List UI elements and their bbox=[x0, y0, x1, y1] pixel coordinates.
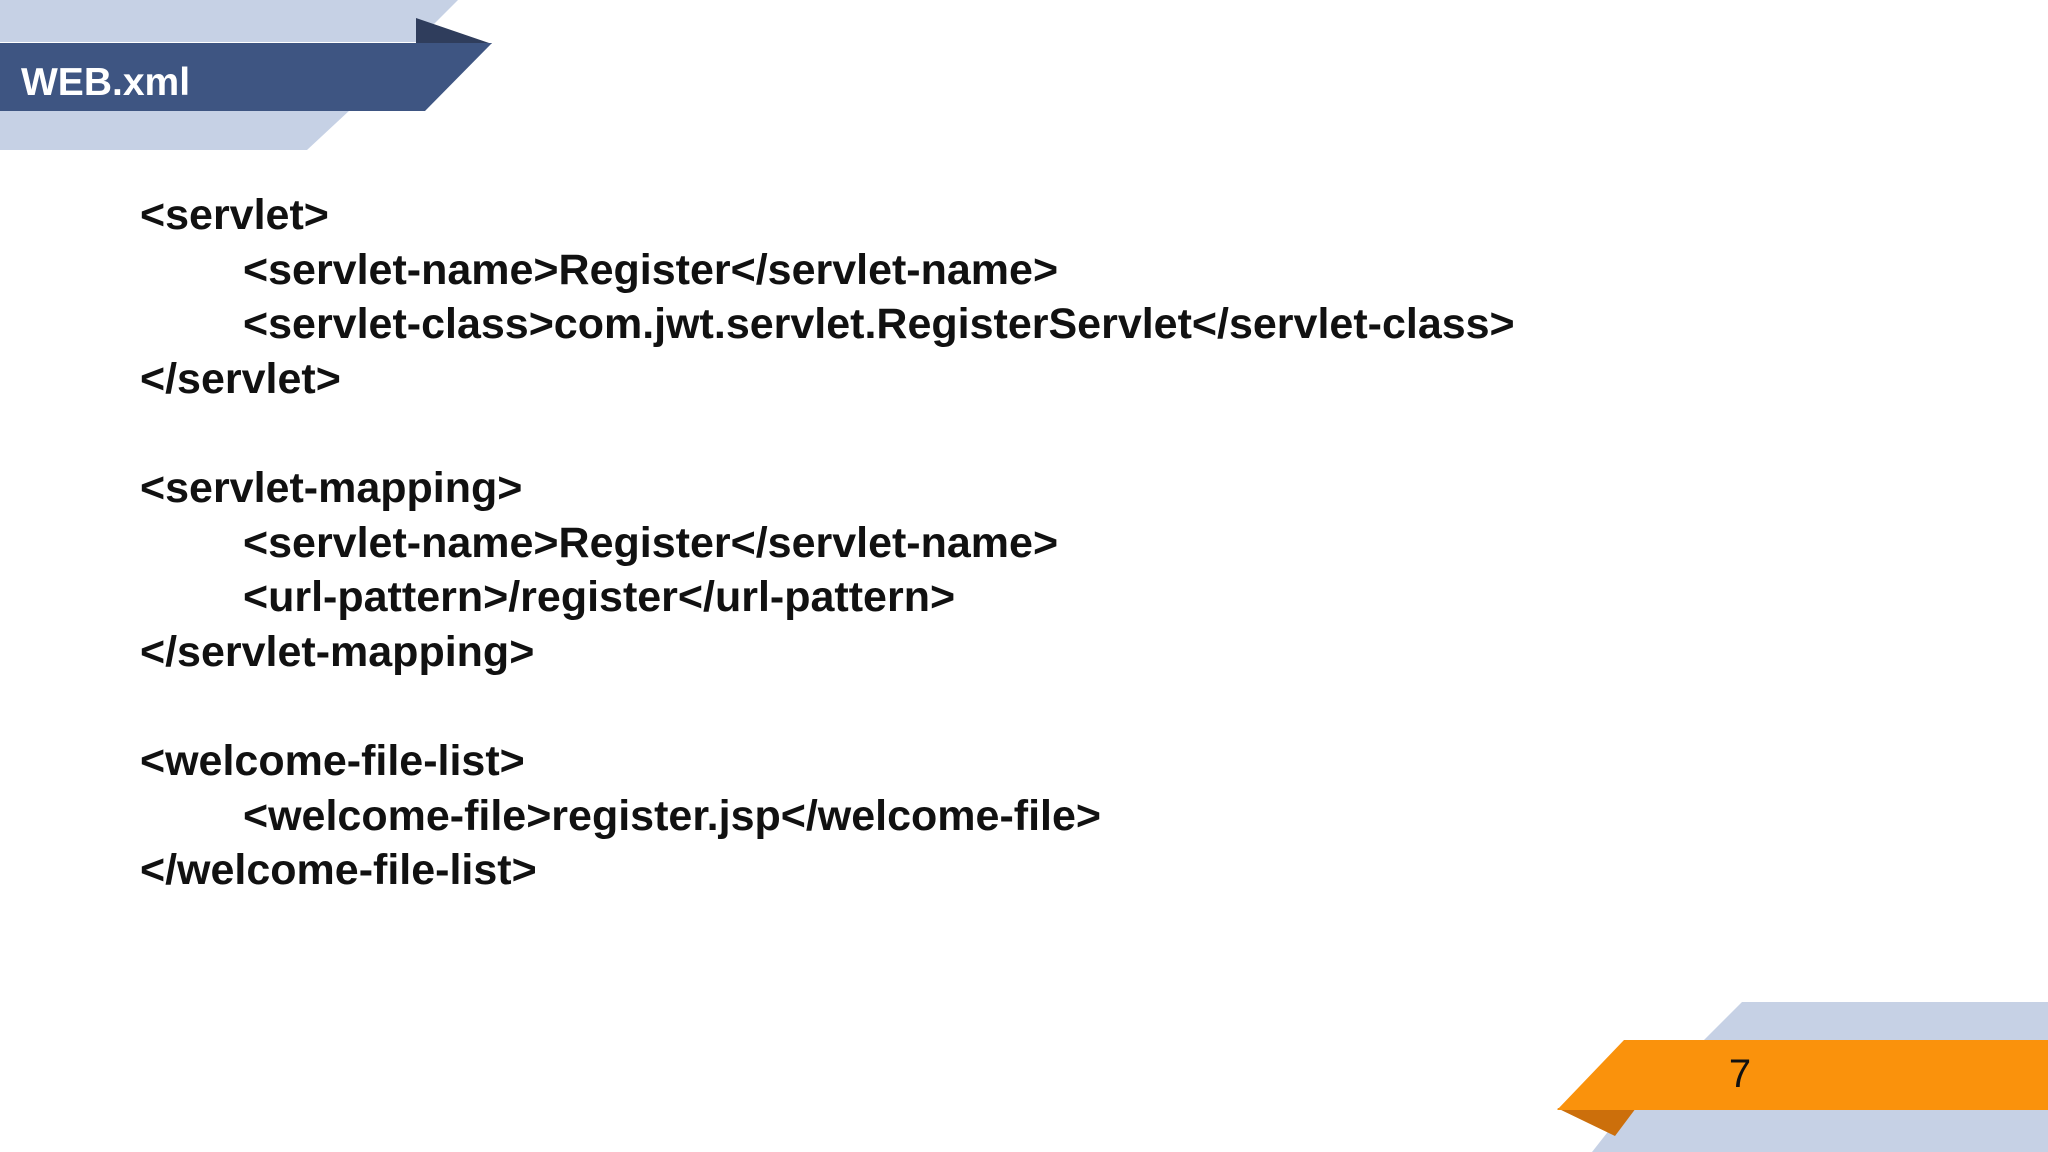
code-line: </servlet> bbox=[140, 354, 341, 403]
code-line: <url-pattern>/register</url-pattern> bbox=[243, 573, 956, 622]
title-band bbox=[0, 43, 492, 111]
code-line: <servlet-name>Register</servlet-name> bbox=[243, 245, 1059, 294]
code-line: <servlet-mapping> bbox=[140, 463, 523, 512]
code-blank-line bbox=[140, 406, 1515, 461]
code-line: <servlet> bbox=[140, 191, 329, 239]
xml-code-block: <servlet> <servlet-name>Register</servlet… bbox=[140, 188, 1515, 898]
page-number: 7 bbox=[1728, 1052, 1752, 1096]
footer-light-band-bottom bbox=[1592, 1110, 2048, 1152]
code-line: <servlet-class>com.jwt.servlet.RegisterS… bbox=[243, 300, 1515, 349]
code-line: </welcome-file-list> bbox=[140, 846, 537, 895]
header-light-band-top bbox=[0, 0, 458, 42]
code-line: <welcome-file-list> bbox=[140, 736, 525, 785]
code-line: <welcome-file>register.jsp</welcome-file… bbox=[243, 791, 1102, 840]
code-blank-line bbox=[140, 679, 1515, 734]
code-line: <servlet-name>Register</servlet-name> bbox=[243, 518, 1059, 567]
page-band-fold bbox=[1557, 1108, 1636, 1136]
page-number-band bbox=[1557, 1040, 2048, 1110]
footer-light-band-top bbox=[1702, 1002, 2048, 1042]
header-band-fold bbox=[416, 18, 492, 44]
code-line: </servlet-mapping> bbox=[140, 627, 535, 676]
slide-title: WEB.xml bbox=[21, 61, 191, 104]
header-light-band-bottom bbox=[0, 110, 350, 150]
